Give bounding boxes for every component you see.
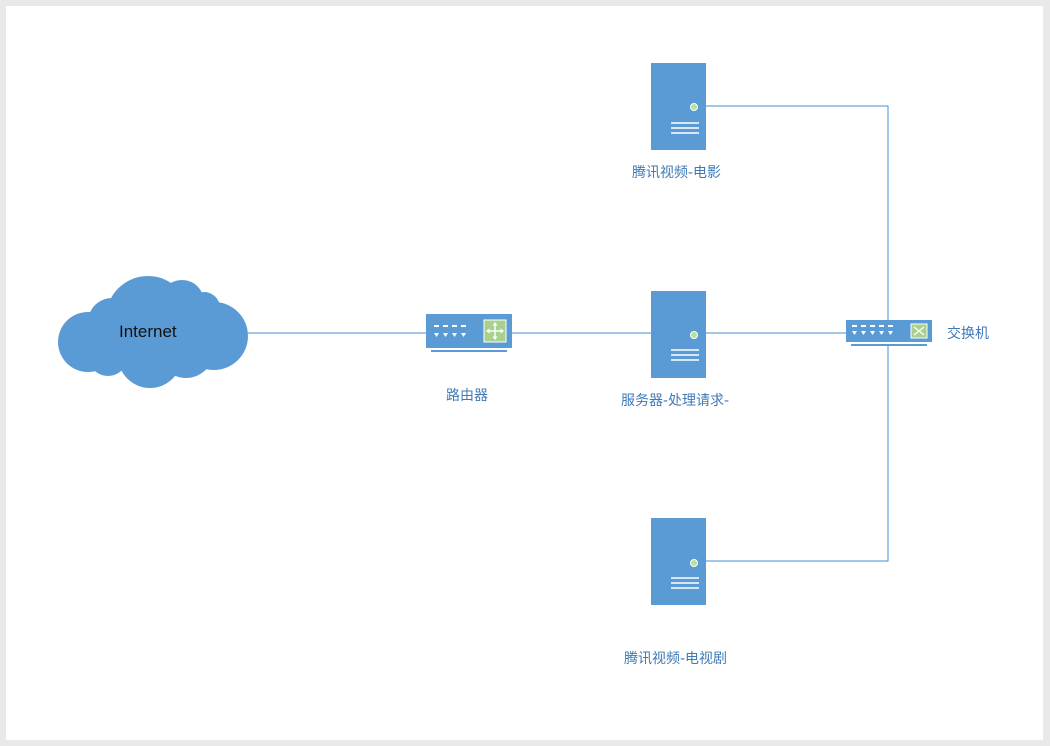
server-main-label: 服务器-处理请求- <box>621 393 730 409</box>
internet-label: Internet <box>119 322 177 341</box>
link-switch-movie <box>706 105 889 321</box>
switch-icon <box>846 320 932 346</box>
server-main-icon <box>651 291 706 378</box>
router-label: 路由器 <box>446 388 488 404</box>
server-tv-icon <box>651 518 706 605</box>
server-tv-label: 腾讯视频-电视剧 <box>624 651 728 667</box>
switch-label: 交换机 <box>947 326 989 342</box>
server-movie-label: 腾讯视频-电影 <box>632 165 722 181</box>
router-icon <box>426 314 512 352</box>
link-switch-tv <box>706 346 889 562</box>
diagram-canvas: Internet 路由器 服务器-处理请求- 腾讯视频-电影 腾讯视频-电视剧 … <box>6 6 1043 740</box>
cloud-icon <box>58 276 248 388</box>
network-diagram <box>58 63 932 605</box>
connections <box>248 105 889 562</box>
server-movie-icon <box>651 63 706 150</box>
